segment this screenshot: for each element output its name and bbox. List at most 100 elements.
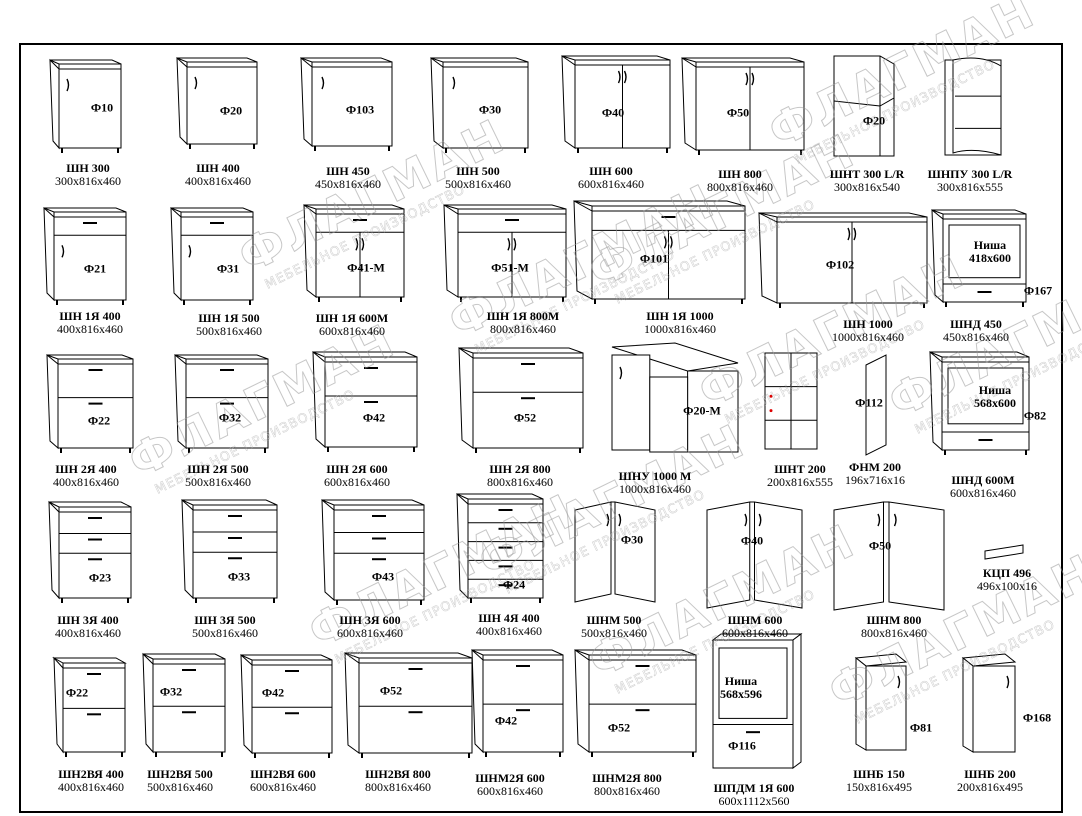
countertop — [456, 493, 544, 500]
countertop-edge — [333, 504, 425, 511]
side-panel — [458, 347, 474, 449]
facade-code: Ф102 — [825, 257, 855, 272]
item-name: ШН2ВЯ 800 — [365, 767, 431, 781]
countertop — [574, 649, 697, 656]
side-panel — [561, 55, 576, 149]
front-panel — [588, 659, 697, 753]
facade-code: Ф41-М — [347, 260, 385, 275]
countertop-edge — [942, 213, 1027, 220]
facade-code: Ф40 — [601, 105, 625, 120]
mark-dot — [769, 409, 773, 413]
item-dimensions: 500x816x460 — [445, 177, 511, 191]
item-dimensions: 500x816x460 — [185, 475, 251, 489]
countertop-edge — [57, 358, 134, 365]
cabinet-33 — [142, 652, 226, 757]
item-dimensions: 500x816x460 — [192, 626, 258, 640]
countertop — [181, 499, 278, 506]
cabinet-18 — [312, 350, 418, 452]
front-panel — [333, 509, 425, 601]
handle — [745, 72, 749, 86]
item-name: ШНПУ 300 L/R — [927, 167, 1013, 181]
item-dimensions: 200x816x555 — [767, 475, 833, 489]
facade-code: Ф103 — [345, 102, 375, 117]
handle — [669, 236, 673, 249]
front-panel — [865, 665, 907, 751]
front-panel — [57, 363, 134, 449]
niche-size: Ниша 418x600 — [969, 238, 1011, 265]
countertop — [43, 207, 127, 213]
countertop — [52, 657, 127, 664]
item-dimensions: 500x816x460 — [581, 626, 647, 640]
facade-code: Ф24 — [502, 577, 526, 592]
countertop — [443, 204, 567, 210]
countertop — [471, 649, 564, 656]
side-panel — [758, 212, 778, 304]
side-panel — [471, 648, 484, 754]
sink-door-left — [574, 501, 612, 603]
item-name: ШН 1Я 600М — [315, 311, 389, 325]
countertop-edge — [185, 358, 269, 365]
countertop — [929, 351, 1030, 358]
cabinet-40 — [961, 653, 1017, 753]
front-panel — [467, 503, 544, 599]
side-panel — [48, 500, 60, 600]
side-panel — [344, 652, 360, 754]
facade-code: Ф32 — [159, 684, 183, 699]
front-panel — [251, 664, 333, 754]
facade-code: Ф50 — [726, 105, 750, 120]
countertop-edge — [180, 211, 254, 218]
item-name: ШН 2Я 600 — [326, 462, 388, 476]
cabinet-10 — [170, 206, 254, 305]
facade-code: Ф116 — [728, 738, 756, 753]
facade-code: Ф20 — [219, 103, 243, 118]
item-dimensions: 800x816x460 — [707, 180, 773, 194]
item-name: ШН2ВЯ 400 — [58, 767, 124, 781]
item-name: ШНБ 150 — [853, 767, 905, 781]
facade-code: Ф52 — [379, 683, 403, 698]
facade-code: Ф82 — [1023, 408, 1047, 423]
cabinet-16 — [46, 353, 134, 453]
countertop-edge — [58, 63, 122, 70]
countertop-edge — [251, 659, 333, 666]
facade-code: Ф23 — [88, 570, 112, 585]
item-dimensions: 450x816x460 — [315, 177, 381, 191]
item-dimensions: 500x816x460 — [196, 324, 262, 338]
item-dimensions: 600x816x460 — [722, 626, 788, 640]
handle — [513, 237, 517, 251]
item-dimensions: 400x816x460 — [476, 624, 542, 638]
countertop — [46, 354, 134, 360]
item-name: ШН 3Я 600 — [339, 613, 401, 627]
item-dimensions: 1000x816x460 — [832, 330, 904, 344]
cabinet-37 — [574, 649, 697, 757]
cabinet-8 — [944, 57, 1002, 156]
facade-code: Ф21 — [83, 261, 107, 276]
item-dimensions: 600x816x460 — [337, 626, 403, 640]
item-dimensions: 500x816x460 — [147, 780, 213, 794]
countertop — [931, 209, 1027, 215]
item-name: ШН 600 — [589, 164, 633, 178]
countertop — [48, 501, 132, 508]
cabinet-17 — [174, 353, 269, 453]
facade-code: Ф42 — [494, 713, 518, 728]
item-name: ШН 2Я 400 — [55, 462, 117, 476]
item-dimensions: 600x816x460 — [476, 784, 543, 798]
cabinet-7 — [833, 55, 895, 157]
countertop-edge — [315, 208, 405, 215]
item-dimensions: 1000x816x460 — [644, 322, 716, 336]
facade-code: Ф52 — [607, 720, 631, 735]
facade-code: Ф20 — [862, 113, 886, 128]
cabinet-20 — [611, 342, 739, 453]
countertop-edge — [776, 216, 928, 223]
item-dimensions: 300x816x555 — [937, 180, 1003, 194]
item-dimensions: 200x816x495 — [957, 780, 1023, 794]
side-panel — [962, 656, 974, 753]
